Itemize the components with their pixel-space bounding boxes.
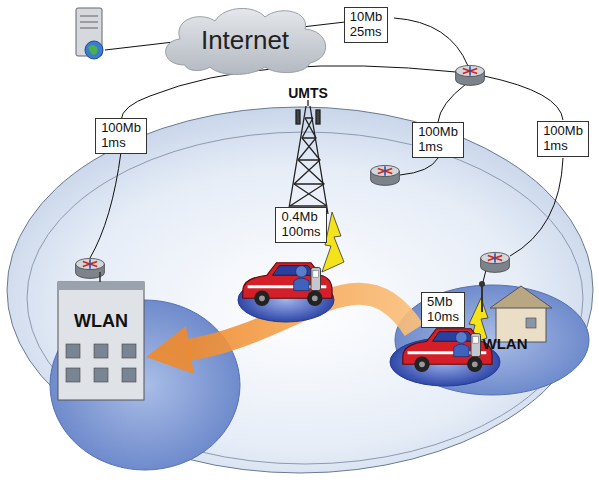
link-capacity-text: 10Mb 25ms xyxy=(350,10,383,40)
wlan-house xyxy=(479,281,552,342)
link-capacity-text: 100Mb 1ms xyxy=(101,121,141,151)
link-capacity-text: 100Mb 1ms xyxy=(418,125,458,155)
link-label-box: 10Mb 25ms xyxy=(344,7,389,43)
cloud-title: Internet xyxy=(201,25,289,56)
network-name: UMTS xyxy=(288,85,328,101)
link-capacity-text: 0.4Mb 100ms xyxy=(281,210,320,240)
router-icons xyxy=(76,65,510,278)
link-label-box: 100Mb 1ms xyxy=(95,118,147,154)
network-name: WLAN xyxy=(74,311,128,332)
umts-tower xyxy=(288,100,328,214)
internet-cloud: Internet xyxy=(155,3,335,77)
link-label-box: 0.4Mb 100ms xyxy=(275,207,326,243)
server-icon xyxy=(76,8,103,59)
link-label-box: 5Mb 10ms xyxy=(421,292,465,328)
link-label-box: 100Mb 1ms xyxy=(412,122,464,158)
link-capacity-text: 100Mb 1ms xyxy=(543,124,583,154)
mobile-cars xyxy=(238,263,500,386)
network-links xyxy=(90,18,563,286)
link-label-box: 100Mb 1ms xyxy=(537,121,589,157)
network-name: WLAN xyxy=(483,335,528,352)
link-capacity-text: 5Mb 10ms xyxy=(427,295,459,325)
coverage-region xyxy=(7,107,593,473)
office-building xyxy=(58,272,144,400)
